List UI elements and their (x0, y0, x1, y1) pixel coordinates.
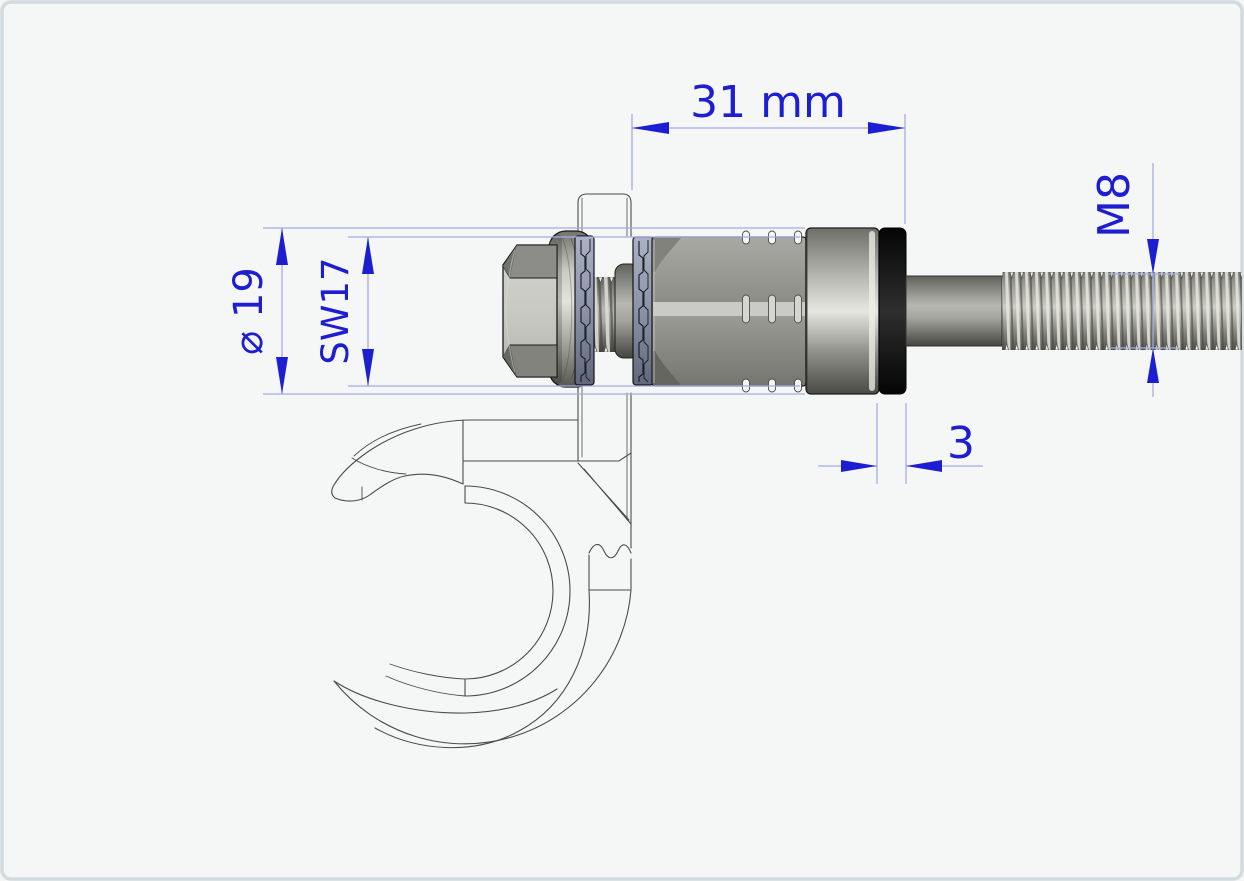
dimension-ring-width: 3 (818, 403, 983, 484)
hex-spacer-body (651, 230, 807, 393)
serrated-washer-right (632, 236, 654, 386)
mounting-plate (462, 193, 632, 591)
dim-ring-width-label: 3 (947, 418, 975, 469)
dimension-thread: M8 (1089, 163, 1180, 397)
dimension-diameter: ⌀ 19 (226, 227, 805, 395)
break-line (588, 543, 632, 559)
collar-highlight (869, 231, 875, 391)
arrowhead-up (362, 237, 374, 274)
dimension-hex-width: SW17 (314, 236, 800, 387)
serrated-washer-left (574, 235, 595, 386)
arrowhead-right (841, 460, 877, 472)
arrowhead-up (276, 228, 288, 265)
arrowhead-left (632, 122, 669, 134)
dim-hex-width-label: SW17 (314, 257, 357, 364)
arrowhead-down (362, 349, 374, 386)
black-ring (878, 227, 907, 395)
hook-bracket-wireframe (331, 193, 632, 749)
arrowhead-down (1147, 239, 1159, 274)
dimension-length: 31 mm (631, 77, 906, 224)
hex-edge-ridge (653, 302, 805, 316)
arrowhead-right (868, 122, 905, 134)
dim-thread-label: M8 (1089, 172, 1140, 238)
dimensions: 31 mm ⌀ 19 SW17 M8 (226, 77, 1180, 484)
arrowhead-left (906, 460, 942, 472)
collar-cylinder (805, 227, 880, 395)
dim-length-label: 31 mm (690, 77, 846, 128)
hex-nut (502, 244, 558, 378)
hook-inner-band (389, 485, 571, 697)
hook-outer-hull (333, 589, 632, 749)
hook-upper-arm (331, 419, 578, 502)
threaded-rod (1002, 272, 1242, 350)
dim-diameter-label: ⌀ 19 (226, 267, 272, 355)
arrowhead-up (1147, 348, 1159, 383)
rod-shank (905, 275, 1003, 347)
arrowhead-down (276, 357, 288, 394)
